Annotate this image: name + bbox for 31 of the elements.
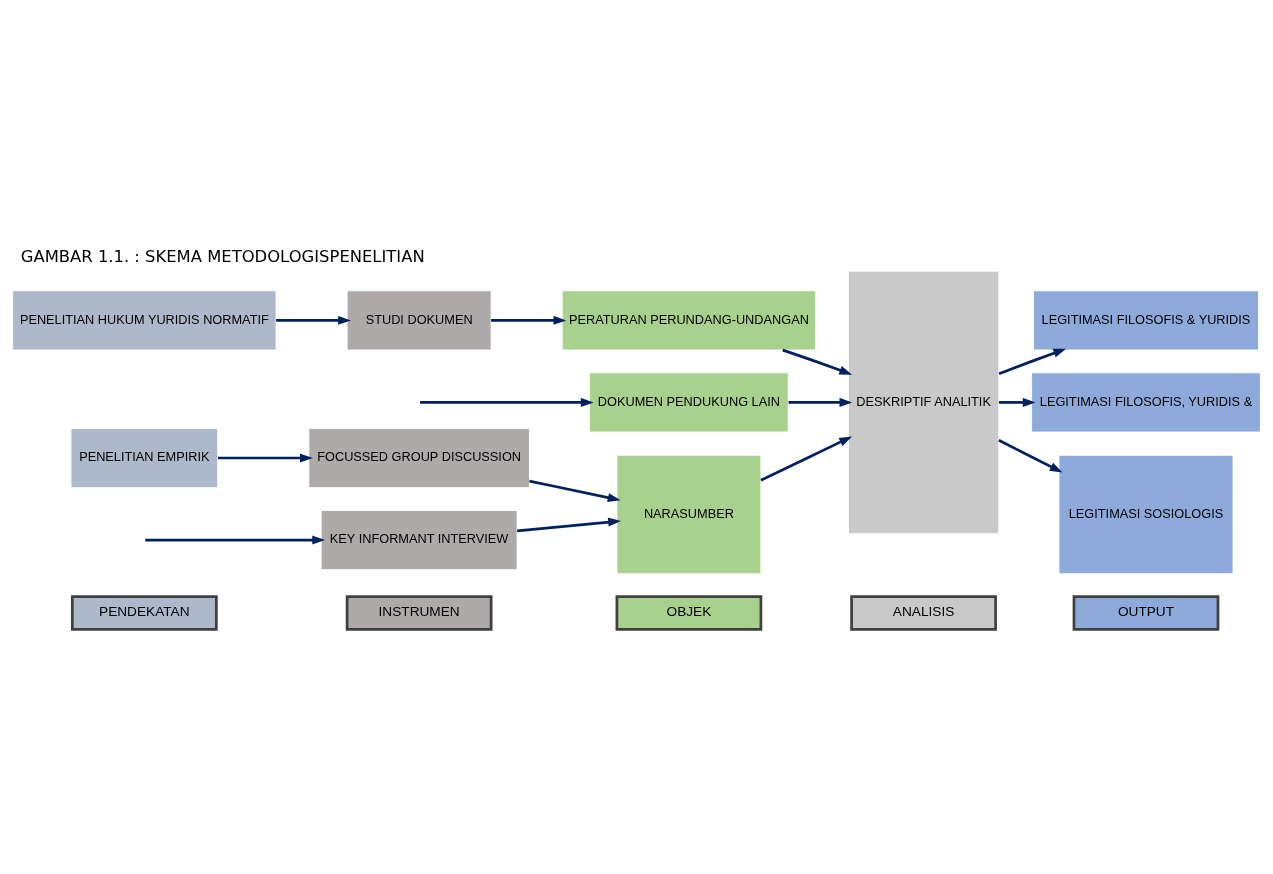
node-box: NARASUMBER [616, 454, 762, 574]
arrow [218, 453, 313, 462]
node-box: PERATURAN PERUNDANG-UNDANGAN [561, 289, 817, 350]
node-box: FOCUSSED GROUP DISCUSSION [308, 427, 530, 488]
arrow [529, 479, 621, 502]
arrow [145, 535, 326, 544]
node-box: LEGITIMASI FILOSOFIS, YURIDIS & [1031, 371, 1261, 432]
arrow [491, 315, 567, 325]
node-box: KEY INFORMANT INTERVIEW [320, 509, 518, 570]
node-box: DESKRIPTIF ANALITIK [847, 270, 1000, 534]
node-box: PENELITIAN EMPIRIK [70, 427, 219, 488]
arrow [420, 397, 594, 407]
arrow [998, 438, 1063, 473]
node-box: LEGITIMASI SOSIOLOGIS [1058, 454, 1234, 574]
node-box: OBJEK [615, 594, 763, 631]
arrow [760, 435, 853, 481]
arrow [788, 397, 853, 407]
node-box: PENELITIAN HUKUM YURIDIS NORMATIF [12, 289, 277, 350]
node-box: ANALISIS [850, 594, 997, 631]
arrow [276, 315, 351, 325]
arrow [517, 517, 621, 532]
node-box: OUTPUT [1072, 594, 1220, 631]
arrow [998, 348, 1067, 375]
arrow [782, 348, 853, 375]
node-box: PENDEKATAN [70, 594, 218, 631]
diagram-title: GAMBAR 1.1. : SKEMA METODOLOGISPENELITIAN [20, 246, 425, 266]
node-box: STUDI DOKUMEN [346, 289, 492, 350]
node-box: DOKUMEN PENDUKUNG LAIN [589, 371, 789, 432]
node-box: INSTRUMEN [345, 594, 493, 631]
node-box: LEGITIMASI FILOSOFIS & YURIDIS [1032, 289, 1259, 350]
arrow [998, 397, 1036, 407]
